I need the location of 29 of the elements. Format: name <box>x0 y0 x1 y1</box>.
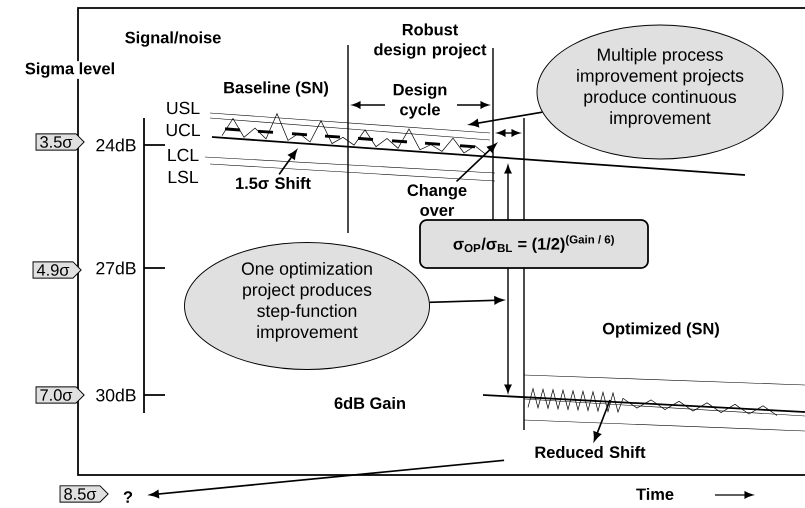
axis-title: Sigma level <box>24 61 116 79</box>
annotation-text: ? <box>124 491 132 503</box>
leader-arrow <box>278 150 297 175</box>
sigma-tag: 4.9σ <box>32 261 82 279</box>
curve-label: Baseline (SN) <box>224 81 328 97</box>
leader-arrow <box>456 143 497 182</box>
leader-arrow <box>593 400 611 442</box>
leader-arrow <box>430 296 504 304</box>
limit-label: LCL <box>168 148 199 162</box>
axis-title: Time <box>636 488 674 500</box>
scale-label: 27dB <box>96 262 136 274</box>
limit-label: UCL <box>166 124 200 136</box>
sigma-tag: 7.0σ <box>36 386 85 404</box>
dimension-label: Design cycle <box>394 83 446 119</box>
annotation-text: Reduced Shift <box>536 446 646 458</box>
limit-label: USL <box>167 102 200 114</box>
annotation-text: 1.5σ Shift <box>236 176 311 190</box>
formula-box: σ$_{OP}$/σ$_{BL}$ = (1/2)$^{(Gain / 6)}$ <box>419 219 649 269</box>
limit-label: LSL <box>168 170 198 184</box>
leader-arrow <box>469 111 542 128</box>
scale-label: 30dB <box>96 388 136 402</box>
axis-title: Signal/noise <box>125 31 221 47</box>
section-title: Robust design project <box>374 23 486 59</box>
sigma-tag: 3.5σ <box>36 133 85 151</box>
leader-arrow <box>150 460 504 498</box>
annotation-text: Change over <box>408 184 467 216</box>
sigma-tag: 8.5σ <box>60 485 109 503</box>
gain-label: 6dB Gain <box>334 396 405 410</box>
curve-label: Optimized (SN) <box>602 322 719 338</box>
